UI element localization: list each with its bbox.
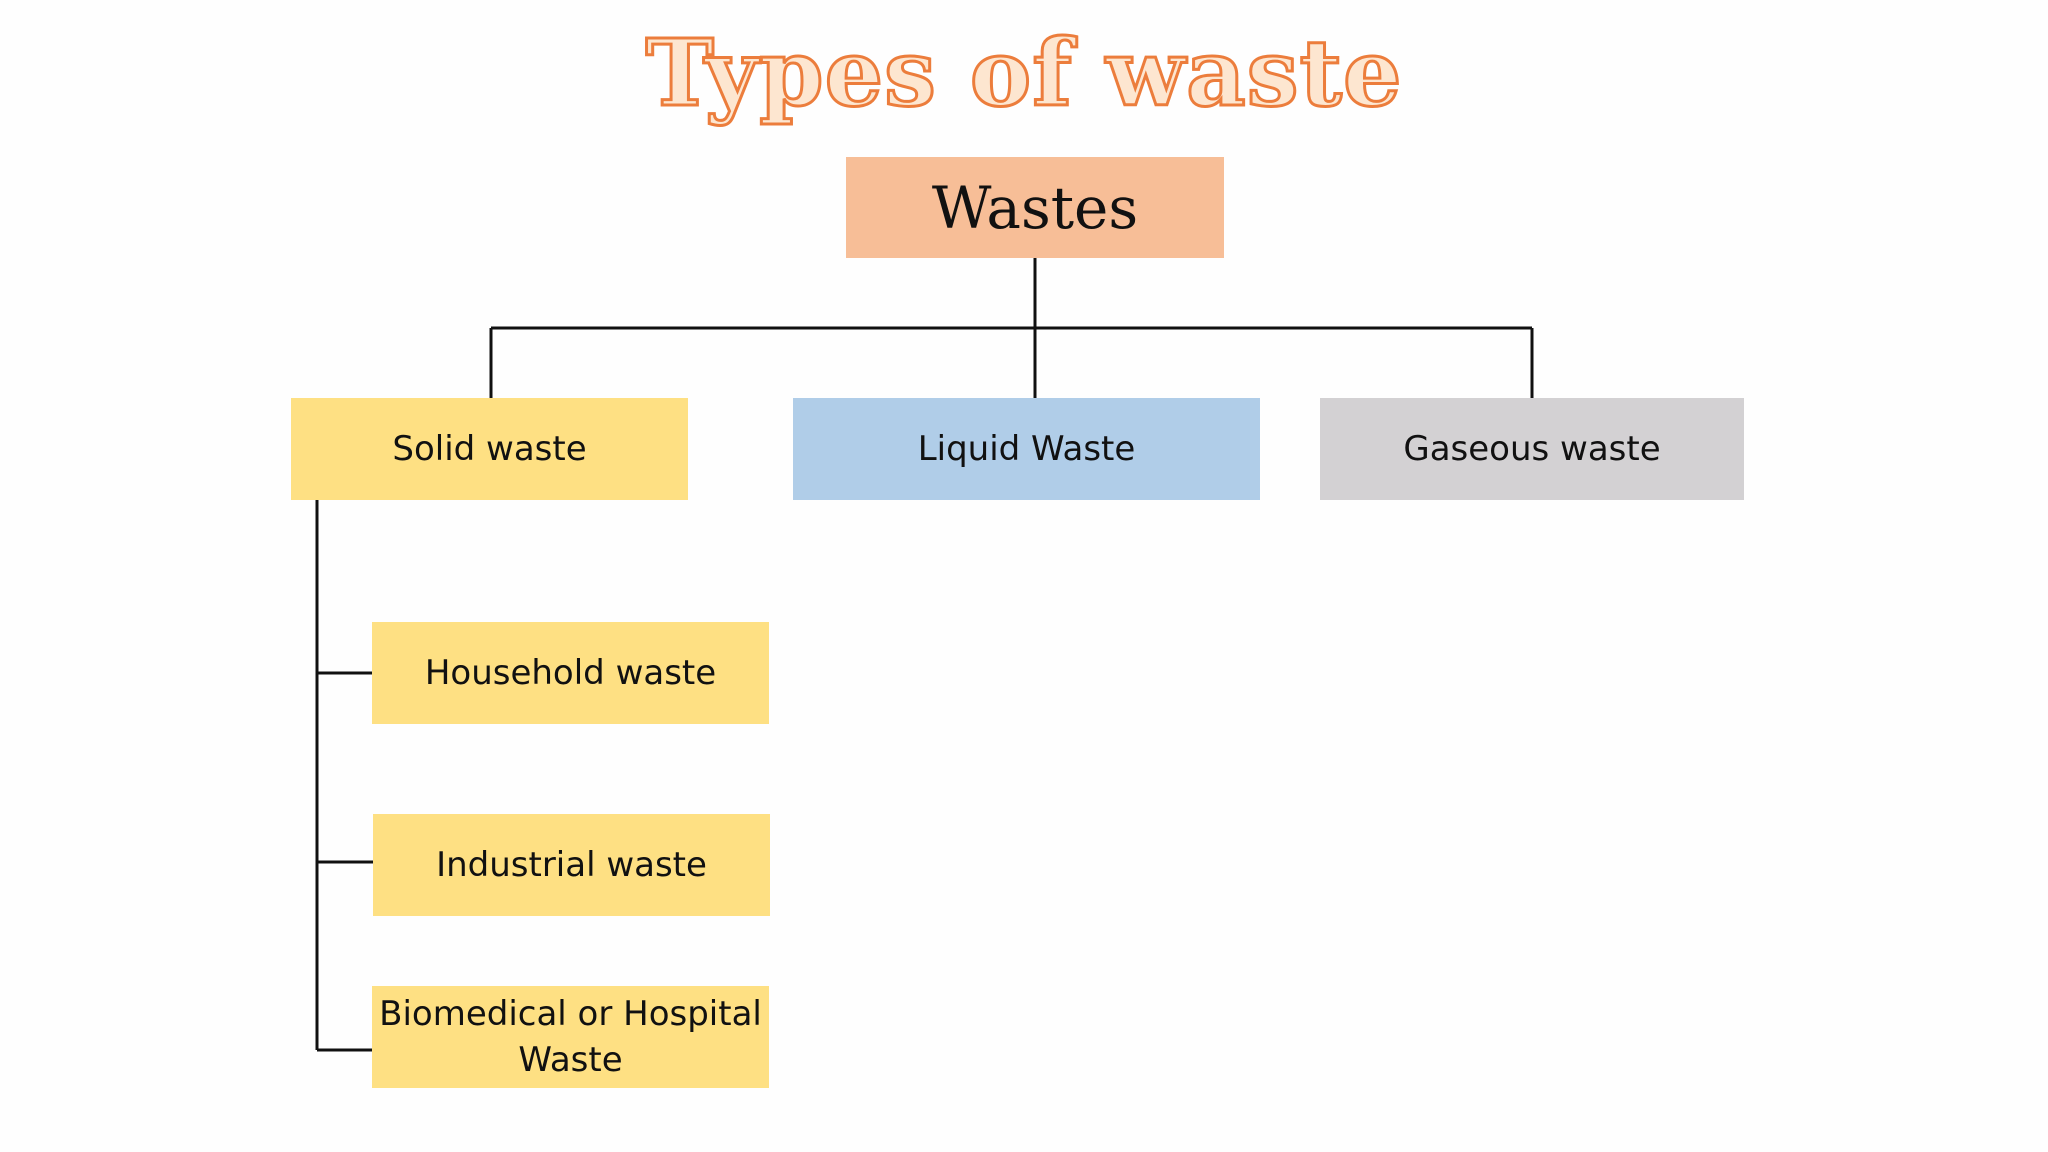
root-node-wastes: Wastes — [846, 157, 1224, 258]
category-node-liquid: Liquid Waste — [793, 398, 1260, 500]
subtype-node-household: Household waste — [372, 622, 769, 724]
subtype-node-label: Household waste — [424, 653, 717, 693]
diagram-title: Types of waste — [644, 18, 1403, 129]
category-node-gaseous: Gaseous waste — [1320, 398, 1744, 500]
category-node-label: Solid waste — [392, 429, 587, 469]
category-node-label: Liquid Waste — [917, 429, 1136, 469]
category-node-solid: Solid waste — [291, 398, 688, 500]
root-node-label: Wastes — [931, 173, 1139, 242]
subtype-node-label: Industrial waste — [436, 845, 707, 885]
subtype-node-biomedical: Biomedical or Hospital Waste — [372, 986, 769, 1088]
subtype-node-label: Biomedical or Hospital Waste — [379, 994, 762, 1080]
subtype-node-industrial: Industrial waste — [373, 814, 770, 916]
category-node-label: Gaseous waste — [1403, 429, 1661, 469]
